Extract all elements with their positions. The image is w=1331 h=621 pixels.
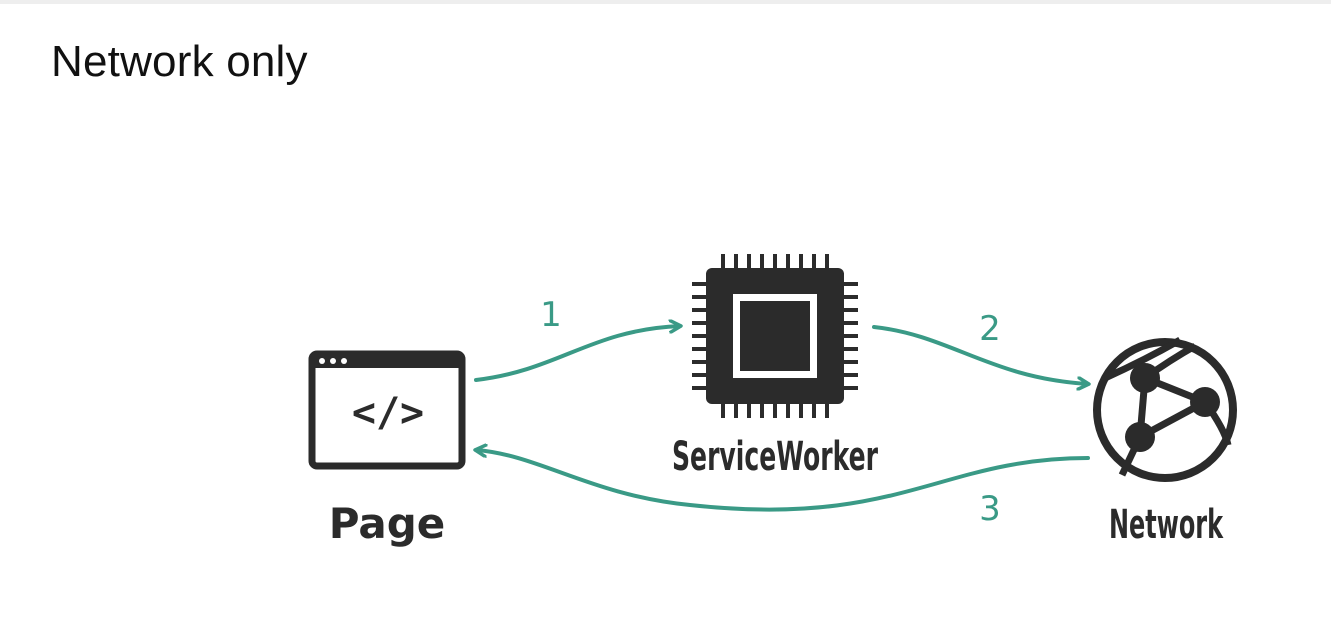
- code-glyph: </>: [352, 390, 424, 436]
- browser-window-code-icon: </>: [308, 350, 466, 470]
- globe-network-icon: [1093, 336, 1237, 482]
- arrow-network-to-page: [476, 450, 1090, 512]
- top-rule: [0, 0, 1331, 4]
- slide-title: Network only: [51, 37, 308, 86]
- step-label-1: 1: [540, 295, 562, 335]
- step-label-3: 3: [979, 489, 1001, 529]
- page-label: Page: [329, 499, 446, 548]
- service-worker-label: ServiceWorker: [672, 434, 878, 480]
- step-label-2: 2: [979, 309, 1001, 349]
- network-label: Network: [1109, 502, 1224, 548]
- arrow-page-to-serviceworker: [474, 326, 680, 382]
- arrow-serviceworker-to-network: [872, 325, 1088, 384]
- cpu-chip-icon: [692, 254, 858, 418]
